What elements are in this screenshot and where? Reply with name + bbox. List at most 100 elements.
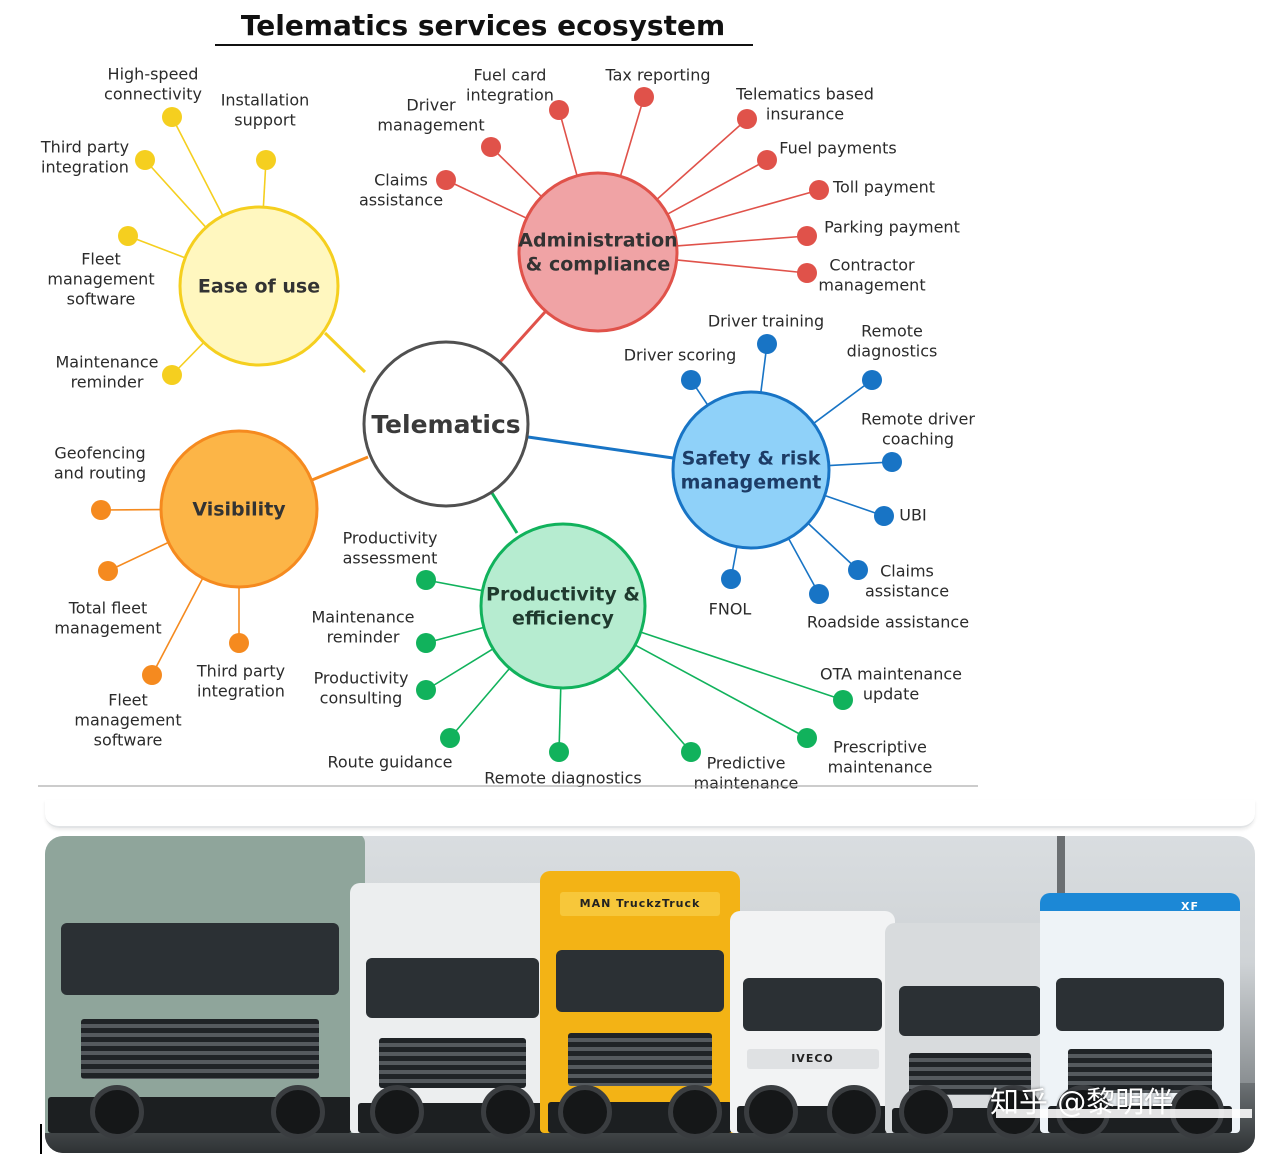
productivity-leaf-label-line: update bbox=[863, 685, 919, 704]
productivity-leaf-dot bbox=[416, 570, 436, 590]
safety-leaf-label-line: FNOL bbox=[709, 600, 752, 619]
safety-leaf-label: Driver training bbox=[708, 312, 824, 331]
visibility-leaf-label-line: management bbox=[54, 619, 161, 638]
productivity-leaf-dot bbox=[440, 728, 460, 748]
safety-leaf-label: UBI bbox=[899, 506, 926, 525]
visibility-leaf-label-line: software bbox=[94, 731, 163, 750]
productivity-leaf-label: Remote diagnostics bbox=[484, 769, 642, 788]
center-node bbox=[362, 340, 530, 508]
safety-leaf-connector bbox=[787, 538, 820, 595]
safety-hub-node bbox=[671, 390, 831, 550]
admin-leaf-dot bbox=[809, 180, 829, 200]
ease-leaf-label-line: Installation bbox=[221, 91, 310, 110]
telematics-mind-map: Telematics services ecosystem High-speed… bbox=[38, 9, 978, 793]
truck-sign: MAN TruckzTruck bbox=[560, 891, 720, 916]
admin-leaf-label-line: Contractor bbox=[829, 256, 915, 275]
safety-leaf-dot bbox=[809, 584, 829, 604]
admin-leaf-dot bbox=[757, 150, 777, 170]
safety-leaf-dot bbox=[757, 334, 777, 354]
admin-leaf-connector bbox=[673, 189, 820, 232]
productivity-leaf-label-line: Productivity bbox=[343, 529, 438, 548]
admin-leaf-label-line: Driver bbox=[406, 96, 456, 115]
truck-sign: XF bbox=[1181, 900, 1199, 914]
safety-leaf-connector bbox=[813, 379, 873, 425]
safety-leaf-connector bbox=[807, 522, 859, 571]
visibility-hub-node bbox=[159, 429, 319, 589]
ease-leaf-connector bbox=[144, 159, 207, 228]
safety-leaf-dot bbox=[681, 370, 701, 390]
ease-spoke bbox=[323, 331, 367, 374]
safety-leaf-label-line: Driver training bbox=[708, 312, 824, 331]
admin-leaf-label-line: Claims bbox=[374, 171, 428, 190]
ease-leaf-label-line: High-speed bbox=[108, 65, 199, 84]
admin-hub-label-line: Administration bbox=[518, 230, 677, 252]
admin-leaf-label: Tax reporting bbox=[604, 66, 710, 85]
productivity-leaf-dot bbox=[416, 633, 436, 653]
admin-leaf-label: Toll payment bbox=[832, 178, 935, 197]
admin-leaf-label: Fuel payments bbox=[779, 139, 896, 158]
safety-leaf-connector bbox=[824, 494, 885, 517]
ease-leaf-dot bbox=[118, 226, 138, 246]
admin-leaf-label-line: Tax reporting bbox=[604, 66, 710, 85]
safety-leaf-dot bbox=[882, 452, 902, 472]
productivity-hub-label-line: Productivity & bbox=[486, 584, 640, 606]
admin-leaf-connector bbox=[445, 179, 527, 219]
visibility-spoke bbox=[311, 455, 369, 482]
productivity-leaf-label-line: Prescriptive bbox=[833, 738, 927, 757]
truck-sign: IVECO bbox=[746, 1048, 879, 1069]
productivity-leaf-dot bbox=[833, 690, 853, 710]
productivity-leaf-connector bbox=[425, 648, 494, 691]
productivity-leaf-dot bbox=[681, 742, 701, 762]
ease-leaf-label-line: Fleet bbox=[81, 250, 121, 269]
visibility-leaf-dot bbox=[98, 561, 118, 581]
productivity-leaf-dot bbox=[549, 742, 569, 762]
visibility-leaf-label-line: Total fleet bbox=[68, 599, 148, 618]
admin-leaf-connector bbox=[676, 235, 808, 247]
admin-leaf-label-line: Telematics based bbox=[735, 85, 874, 104]
visibility-hub-label-line: Visibility bbox=[192, 499, 286, 521]
admin-leaf-connector bbox=[676, 259, 808, 274]
admin-leaf-dot bbox=[436, 170, 456, 190]
productivity-leaf-connector bbox=[634, 644, 808, 739]
ease-leaf-label-line: Maintenance bbox=[55, 353, 158, 372]
visibility-leaf-label-line: Geofencing bbox=[54, 444, 145, 463]
admin-hub-label-line: & compliance bbox=[526, 254, 670, 276]
admin-leaf-dot bbox=[481, 137, 501, 157]
visibility-leaf-dot bbox=[142, 665, 162, 685]
admin-leaf-label-line: integration bbox=[466, 86, 554, 105]
visibility-leaf-label-line: Third party bbox=[196, 662, 285, 681]
safety-leaf-label-line: Remote bbox=[861, 322, 923, 341]
ease-leaf-label-line: reminder bbox=[71, 373, 144, 392]
safety-leaf-label-line: Claims bbox=[880, 562, 934, 581]
productivity-leaf-label-line: maintenance bbox=[694, 774, 799, 793]
ease-leaf-connector bbox=[171, 116, 224, 217]
admin-leaf-dot bbox=[549, 100, 569, 120]
ease-leaf-dot bbox=[162, 365, 182, 385]
ease-leaf-label-line: software bbox=[67, 290, 136, 309]
ease-leaf-label-line: support bbox=[234, 111, 295, 130]
center-label: Telematics bbox=[371, 410, 520, 439]
safety-leaf-dot bbox=[874, 506, 894, 526]
safety-spoke bbox=[527, 435, 674, 460]
productivity-leaf-connector bbox=[449, 667, 511, 739]
productivity-leaf-connector bbox=[616, 667, 692, 753]
safety-leaf-label-line: diagnostics bbox=[847, 342, 938, 361]
admin-leaf-dot bbox=[737, 109, 757, 129]
ease-hub-label: Ease of use bbox=[198, 276, 320, 298]
safety-leaf-label: Roadside assistance bbox=[807, 613, 969, 632]
